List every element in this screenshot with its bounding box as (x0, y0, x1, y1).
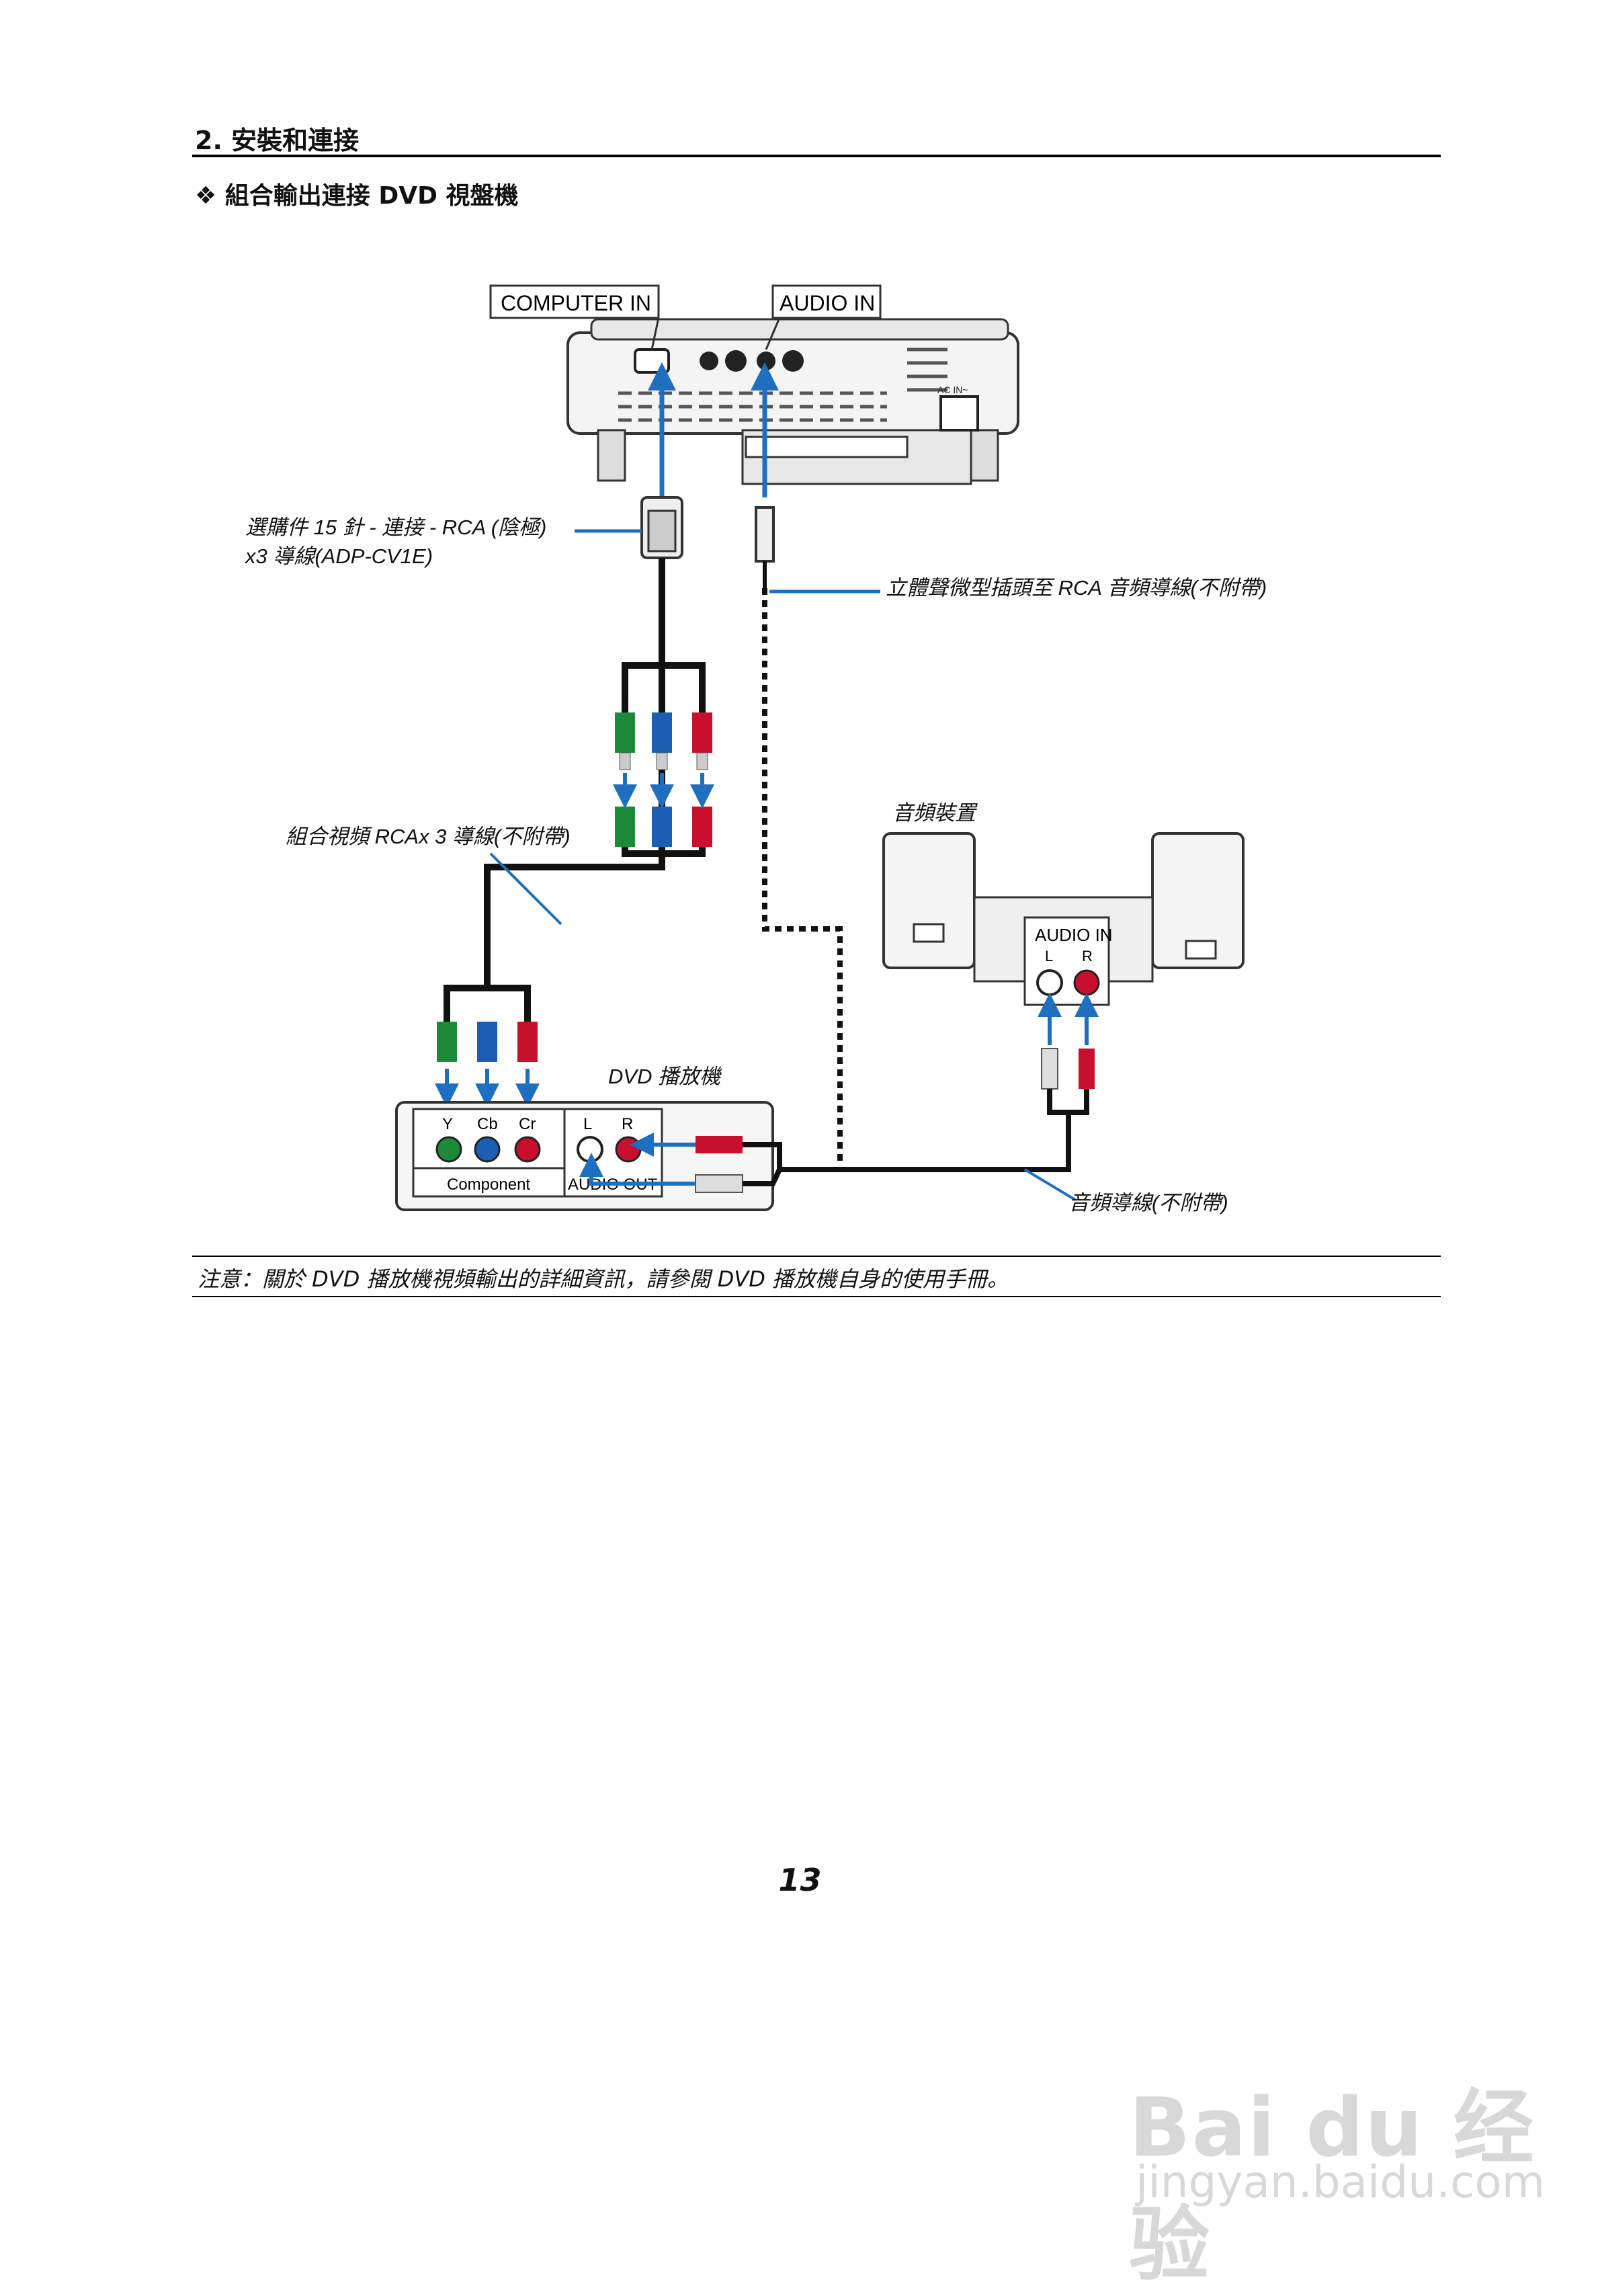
header-rule (192, 155, 1441, 157)
mini-plug (755, 506, 775, 563)
dvd-player-label: DVD 播放機 (608, 1065, 722, 1088)
audio-in-box (771, 284, 882, 319)
computer-in-box (489, 284, 660, 319)
dvd-y-label: Y (442, 1115, 453, 1133)
baidu-watermark-url: jingyan.baidu.com (1136, 2156, 1546, 2208)
component-cable-label: 組合視頻 RCAx 3 導線(不附帶) (286, 825, 571, 848)
vga-cable-label-1: 選購件 15 針 - 連接 - RCA (陰極) (245, 516, 546, 539)
dvd-cr-label: Cr (519, 1115, 536, 1133)
computer-in-label: COMPUTER IN (501, 291, 651, 315)
audio-cable-label: 音頻導線(不附帶) (1068, 1191, 1228, 1215)
page-subtitle: ❖ 組合輸出連接 DVD 視盤機 (195, 182, 519, 210)
ac-label: AC IN~ (937, 384, 968, 395)
note-rule-bottom (192, 1296, 1441, 1297)
dvd-cb-label: Cb (477, 1115, 498, 1133)
dvd-r-label: R (622, 1115, 633, 1133)
device-r-label: R (1082, 948, 1093, 965)
section-title: 2. 安裝和連接 (195, 126, 360, 155)
dvd-l-label: L (583, 1115, 592, 1133)
audio-device-label: 音頻裝置 (892, 801, 978, 825)
dvd-component-label: Component (447, 1176, 530, 1194)
component-plugs-upper (613, 712, 714, 847)
page-number: 13 (778, 1862, 822, 1898)
note-text: 注意：關於 DVD 播放機視頻輸出的詳細資訊，請參閱 DVD 播放機自身的使用手… (198, 1266, 1009, 1292)
projector: AC IN~ (566, 318, 1019, 485)
component-plugs-lower (435, 1022, 540, 1108)
dvd-player: Y Cb Cr L R Component AUDIO OUT (395, 1101, 774, 1211)
audio-device: AUDIO IN L R (882, 832, 1245, 1006)
vga-port (634, 348, 670, 374)
stereo-mini-cable-label: 立體聲微型插頭至 RCA 音頻導線(不附帶) (886, 576, 1267, 600)
device-l-label: L (1045, 948, 1053, 965)
vga-cable-label-2: x3 導線(ADP-CV1E) (244, 544, 433, 568)
note-rule-top (192, 1256, 1441, 1257)
audio-in-label: AUDIO IN (780, 291, 875, 315)
device-audio-in-label: AUDIO IN (1035, 925, 1113, 945)
